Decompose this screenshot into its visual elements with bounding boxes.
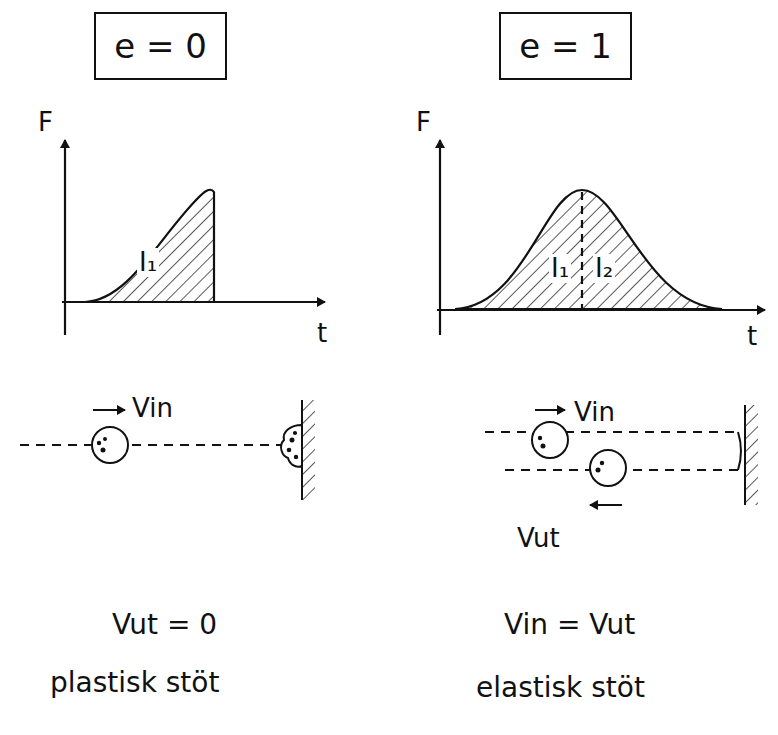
annotation-label: F [38, 108, 53, 137]
caption-text: elastisk stöt [476, 673, 645, 704]
coefficient-text: e = 0 [114, 26, 207, 66]
annotation-label: t [747, 322, 757, 351]
elastic-impact-sketch [485, 405, 758, 505]
coefficient-text: e = 1 [519, 26, 612, 66]
caption-text: plastisk stöt [50, 668, 219, 699]
force-graph-plastic [62, 140, 325, 335]
annotation-label: I₂ [593, 254, 615, 283]
coefficient-box: e = 0 [94, 12, 227, 80]
annotation-label: I₁ [549, 254, 571, 283]
force-graph-elastic [437, 140, 765, 335]
coefficient-box: e = 1 [499, 12, 632, 80]
annotation-label: Vut [517, 524, 560, 553]
annotation-label: Vin [574, 398, 615, 427]
annotation-label: Vin [132, 394, 173, 423]
caption-text: Vut = 0 [112, 610, 217, 641]
annotation-label: t [317, 319, 327, 348]
annotation-label: F [416, 108, 431, 137]
caption-text: Vin = Vut [504, 610, 635, 641]
annotation-label: I₁ [137, 248, 159, 277]
